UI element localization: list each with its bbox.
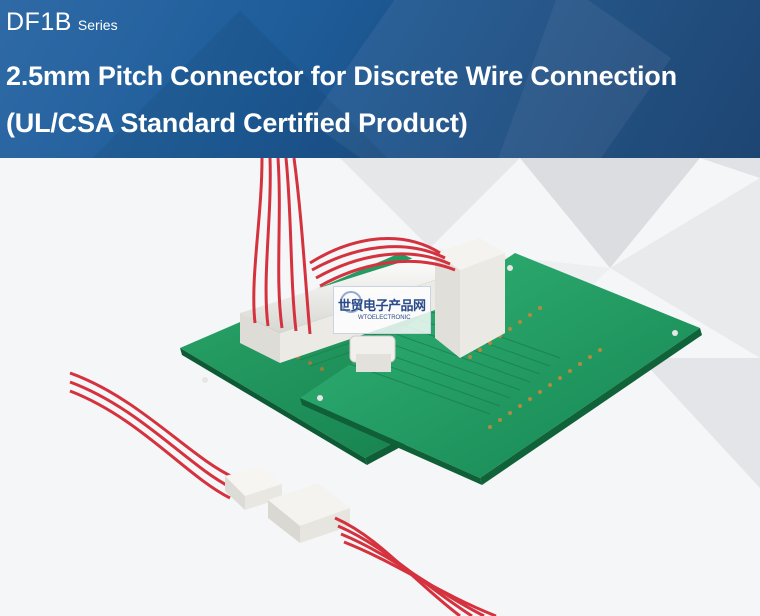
watermark: 世贸电子产品网 WTOELECTRONIC [333, 286, 431, 334]
cable-receptacle [268, 483, 350, 543]
pcb-board-front [300, 253, 702, 485]
page-title-line2: (UL/CSA Standard Certified Product) [6, 108, 468, 138]
series-name: DF1B [6, 8, 72, 36]
header-banner: DF1B Series 2.5mm Pitch Connector for Dis… [0, 0, 760, 158]
series-label: DF1B Series [6, 8, 118, 37]
product-photo [69, 158, 702, 616]
watermark-text-cn: 世贸电子产品网 [338, 298, 426, 313]
small-connector [349, 335, 396, 372]
wire-bundle-top [252, 158, 456, 335]
globe-icon [340, 291, 362, 313]
series-suffix: Series [77, 17, 118, 33]
wire-bundle-right [334, 516, 497, 616]
page-title-line1: 2.5mm Pitch Connector for Discrete Wire … [6, 61, 677, 91]
cable-plug [225, 466, 282, 510]
watermark-text-en: WTOELECTRONIC [358, 315, 411, 321]
wire-bundle-left [69, 371, 236, 500]
header-connector-vertical [435, 238, 505, 358]
